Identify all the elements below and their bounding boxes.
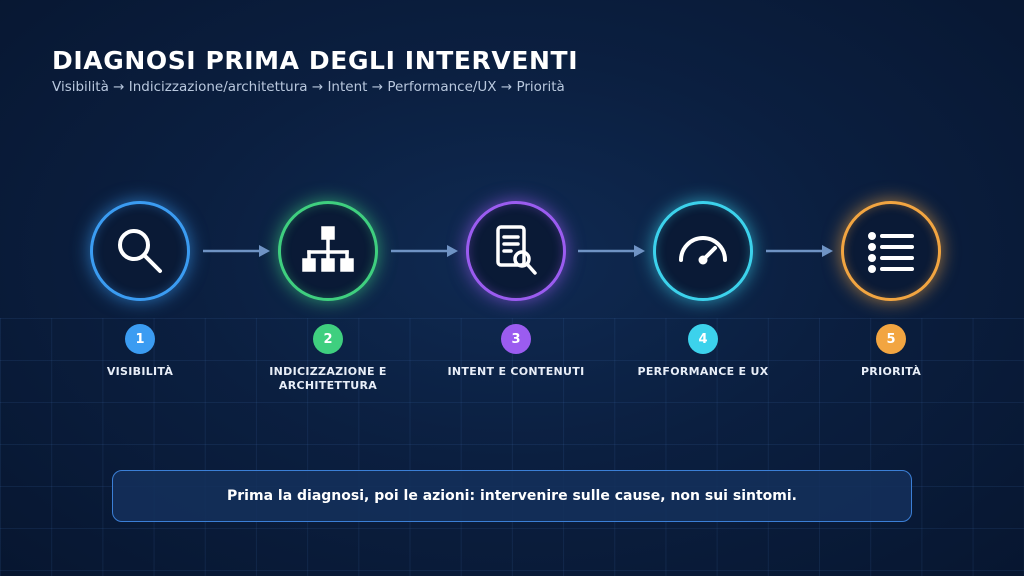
step-1-number: 1 <box>125 324 155 354</box>
step-3-number: 3 <box>501 324 531 354</box>
background-grid <box>0 318 1024 576</box>
step-4-label: PERFORMANCE E UX <box>637 365 769 378</box>
step-1-circle <box>90 201 190 301</box>
step-2-circle <box>278 201 378 301</box>
document-search-icon <box>496 225 537 275</box>
step-1-label: VISIBILITÀ <box>106 365 174 378</box>
step-2-number: 2 <box>313 324 343 354</box>
step-4-number: 4 <box>688 324 718 354</box>
priority-list-icon <box>868 232 914 273</box>
search-icon <box>118 229 162 273</box>
arrow-1-2 <box>203 245 270 257</box>
step-2-label: INDICIZZAZIONE E ARCHITETTURA <box>269 365 387 392</box>
page-title: DIAGNOSI PRIMA DEGLI INTERVENTI <box>52 46 579 75</box>
step-5-label: PRIORITÀ <box>860 365 922 378</box>
key-message-callout: Prima la diagnosi, poi le azioni: interv… <box>112 470 912 522</box>
speedometer-icon <box>679 236 727 265</box>
arrow-2-3 <box>391 245 458 257</box>
page-subtitle: Visibilità → Indicizzazione/architettura… <box>52 79 565 95</box>
key-message-text: Prima la diagnosi, poi le azioni: interv… <box>227 488 797 504</box>
step-3-label: INTENT E CONTENUTI <box>447 365 585 378</box>
arrow-3-4 <box>578 245 645 257</box>
sitemap-icon <box>302 226 354 272</box>
step-5-number: 5 <box>876 324 906 354</box>
step-4-circle <box>653 201 753 301</box>
step-3-circle <box>466 201 566 301</box>
step-5-circle <box>841 201 941 301</box>
arrow-4-5 <box>766 245 833 257</box>
